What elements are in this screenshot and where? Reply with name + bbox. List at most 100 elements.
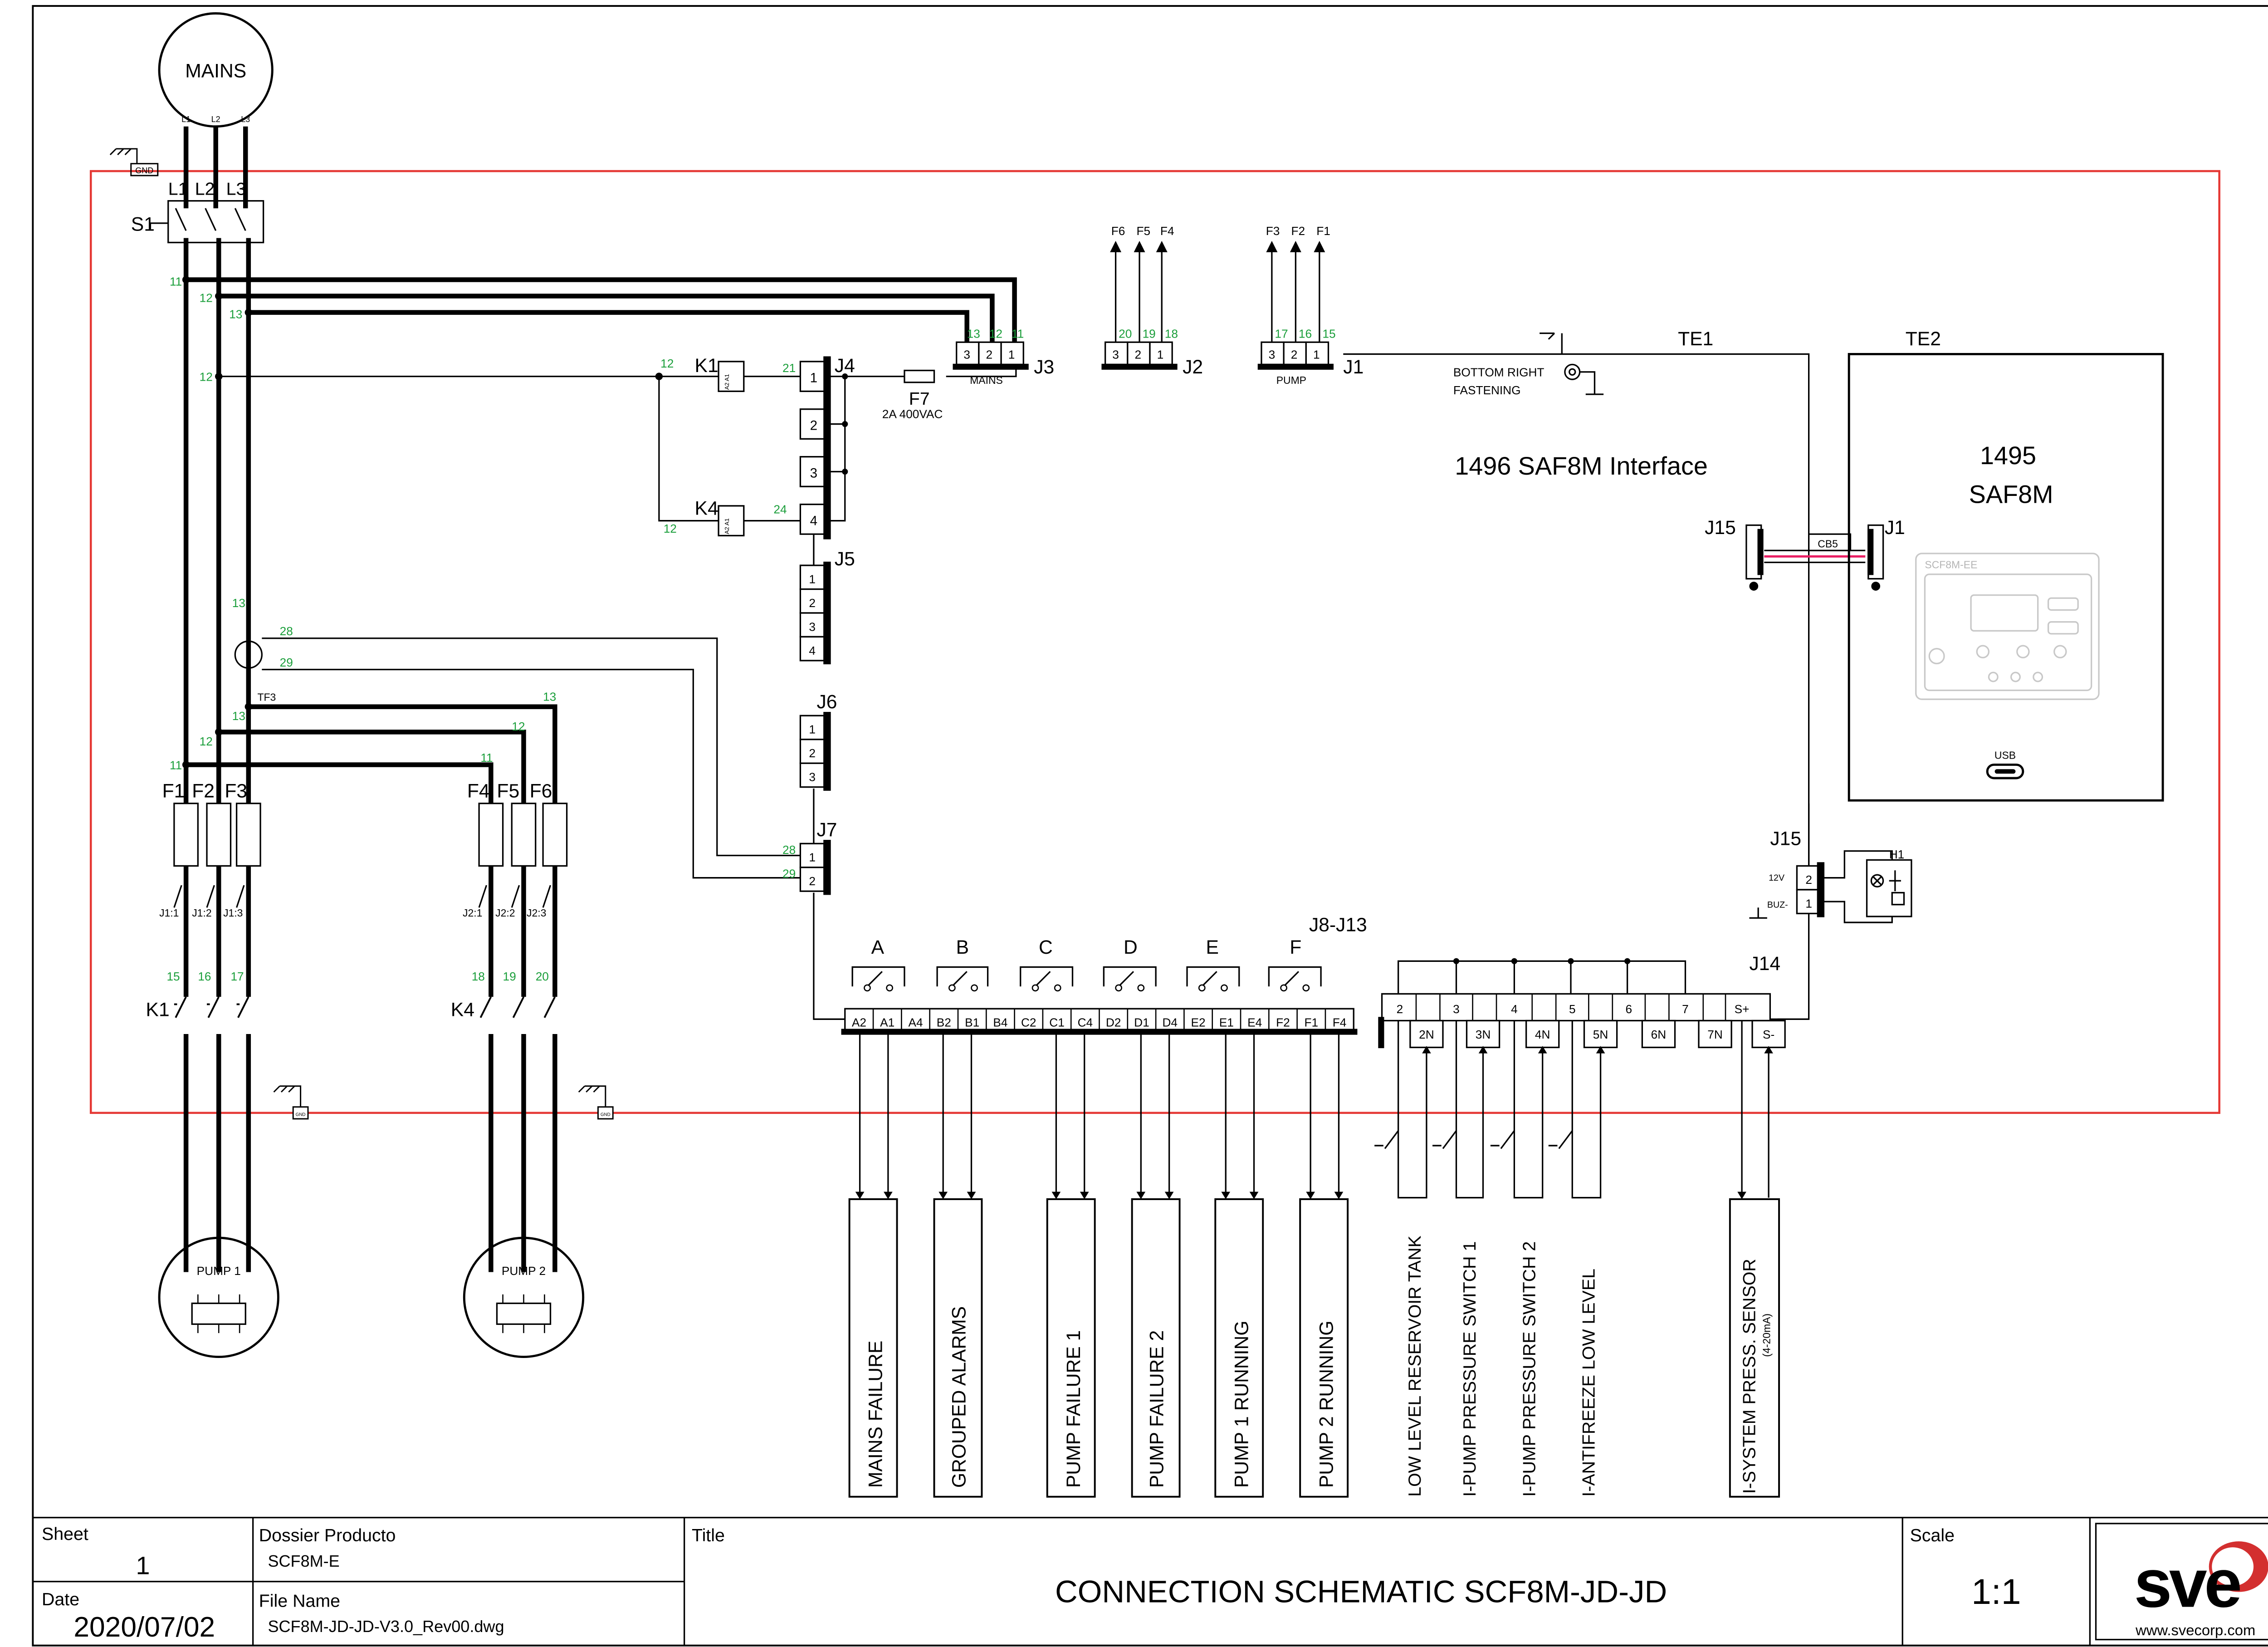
connector-j7: [799, 840, 831, 895]
wire-num-24: 24: [773, 502, 787, 516]
sensor-sublabel: (4-20mA): [1760, 1314, 1772, 1357]
j8-pin: B4: [993, 1016, 1007, 1029]
fuse-f6-label: F6: [530, 780, 552, 802]
j14-bot-3n: 3N: [1476, 1028, 1491, 1041]
j3-sublabel: MAINS: [970, 374, 1003, 386]
relay-k4-coil[interactable]: [718, 505, 745, 537]
j1-out-f2: F2: [1291, 224, 1305, 238]
dossier-value: SCF8M-E: [268, 1552, 339, 1570]
title-block-lines: [33, 1517, 2268, 1646]
j4-pin-2: 2: [810, 418, 817, 433]
j2-label: J2: [1183, 356, 1203, 378]
j1-wire-15: 15: [1322, 327, 1335, 340]
j14-bot-5n: 5N: [1593, 1028, 1608, 1041]
j6-label: J6: [816, 691, 837, 713]
j14-bot-2n: 2N: [1419, 1028, 1434, 1041]
fuse-f7-label: F7: [909, 389, 930, 409]
j8-pin: D4: [1162, 1016, 1178, 1029]
j8-j13-dividers: [872, 1009, 1326, 1033]
te1-title: 1496 SAF8M Interface: [1455, 452, 1708, 480]
mains-phase-l2: L2: [211, 115, 220, 124]
logo-url: www.svecorp.com: [2135, 1622, 2255, 1638]
j4-label: J4: [835, 355, 855, 377]
j8-pin: E1: [1219, 1016, 1234, 1029]
j6-pin-1: 1: [809, 723, 816, 736]
j2-out-f4: F4: [1160, 224, 1174, 238]
ground-symbol-mid-2: [578, 1085, 614, 1120]
te1-fastening-2: FASTENING: [1453, 383, 1521, 397]
j15-buz: BUZ-: [1767, 900, 1788, 910]
ground-symbol-top: [109, 148, 159, 176]
output-pump-failure-2: PUMP FAILURE 2: [1146, 1330, 1168, 1488]
out-group-f: F: [1290, 936, 1301, 958]
j8-pin: E2: [1191, 1016, 1206, 1029]
gnd-tag: GND: [135, 166, 153, 175]
j14-top-s-plus: S+: [1735, 1002, 1750, 1016]
j8-pin: C4: [1078, 1016, 1093, 1029]
pump-1-symbol: [158, 1236, 279, 1358]
j8-j13-pins: A2 A1 A4 B2 B1 B4 C2 C1 C4 D2 D1 D4 E2 E…: [852, 1016, 1347, 1029]
wire-num-21: 21: [782, 361, 796, 375]
j2-out-f6: F6: [1111, 224, 1125, 238]
j14-top-7: 7: [1682, 1002, 1689, 1016]
j2-pin-3: 3: [1112, 348, 1119, 361]
j1-label: J1: [1343, 356, 1364, 378]
output-arrows: [855, 1191, 1344, 1199]
wire-num-12-k4: 12: [664, 522, 677, 535]
ground-mid-tag-2: GND: [601, 1112, 611, 1117]
fuse-f7: [904, 369, 935, 383]
fuse-f4-label: F4: [467, 780, 490, 802]
connector-j6: [799, 712, 831, 791]
mains-phase-l3: L3: [241, 115, 250, 124]
j14-dividers: [1415, 994, 1726, 1021]
mains-label: MAINS: [185, 60, 246, 82]
scale-label: Scale: [1910, 1525, 1955, 1545]
j8-pin: F4: [1333, 1016, 1347, 1029]
k1-wire-16: 16: [198, 970, 211, 983]
cb5-label: CB5: [1818, 538, 1838, 550]
j5-pin-3: 3: [809, 620, 816, 633]
usb-port-slot: [1994, 769, 2016, 774]
te2-box: [1848, 353, 2164, 802]
j7-wire-29: 29: [782, 867, 796, 881]
sheet-value: 1: [136, 1551, 150, 1579]
connector-j5: [799, 561, 831, 665]
j1-pin-3: 3: [1269, 348, 1276, 361]
j14-top-3: 3: [1453, 1002, 1460, 1016]
fuse-f2-label: F2: [192, 780, 215, 802]
connector-j1-pump: [1257, 240, 1334, 370]
output-wires: [859, 1034, 1340, 1198]
j7-label: J7: [816, 819, 837, 841]
j5-label: J5: [835, 548, 855, 570]
j15-lower-label: J15: [1770, 828, 1801, 850]
j8-pin: A1: [880, 1016, 894, 1029]
pump-2-label: PUMP 2: [502, 1264, 546, 1278]
junction-dots: [182, 276, 848, 769]
fuse-f7-rating: 2A 400VAC: [882, 407, 943, 421]
j5-pin-1: 1: [809, 572, 816, 586]
k4-wire-18: 18: [472, 970, 485, 983]
j8-pin: B2: [937, 1016, 951, 1029]
j15-pin-1: 1: [1805, 897, 1812, 910]
j2-wire-19: 19: [1143, 327, 1156, 340]
k1-wire-17: 17: [230, 970, 244, 983]
switch-s1[interactable]: [149, 200, 264, 244]
j15-12v: 12V: [1769, 873, 1785, 883]
wire-num-11: 11: [170, 275, 182, 289]
connector-j2: [1101, 240, 1178, 370]
relay-k1-coil[interactable]: [718, 361, 745, 392]
ground-mid-tag-1: GND: [296, 1112, 306, 1117]
cable-cb5: [1745, 524, 1884, 591]
te1-board-outline: [1343, 332, 1810, 1020]
j5-pin-4: 4: [809, 644, 816, 657]
j14-bot-s-minus: S-: [1763, 1028, 1774, 1041]
switch-phase-l2: L2: [195, 179, 215, 199]
j8-pin: D1: [1134, 1016, 1149, 1029]
date-value: 2020/07/02: [73, 1612, 215, 1643]
wire-num-13: 13: [229, 308, 242, 321]
fuse-aux-j2-2: J2:2: [495, 907, 515, 919]
j14-top-4: 4: [1511, 1002, 1518, 1016]
k4-wire-20: 20: [536, 970, 549, 983]
input-arrows: [1422, 1046, 1773, 1199]
sheet-label: Sheet: [42, 1524, 88, 1544]
